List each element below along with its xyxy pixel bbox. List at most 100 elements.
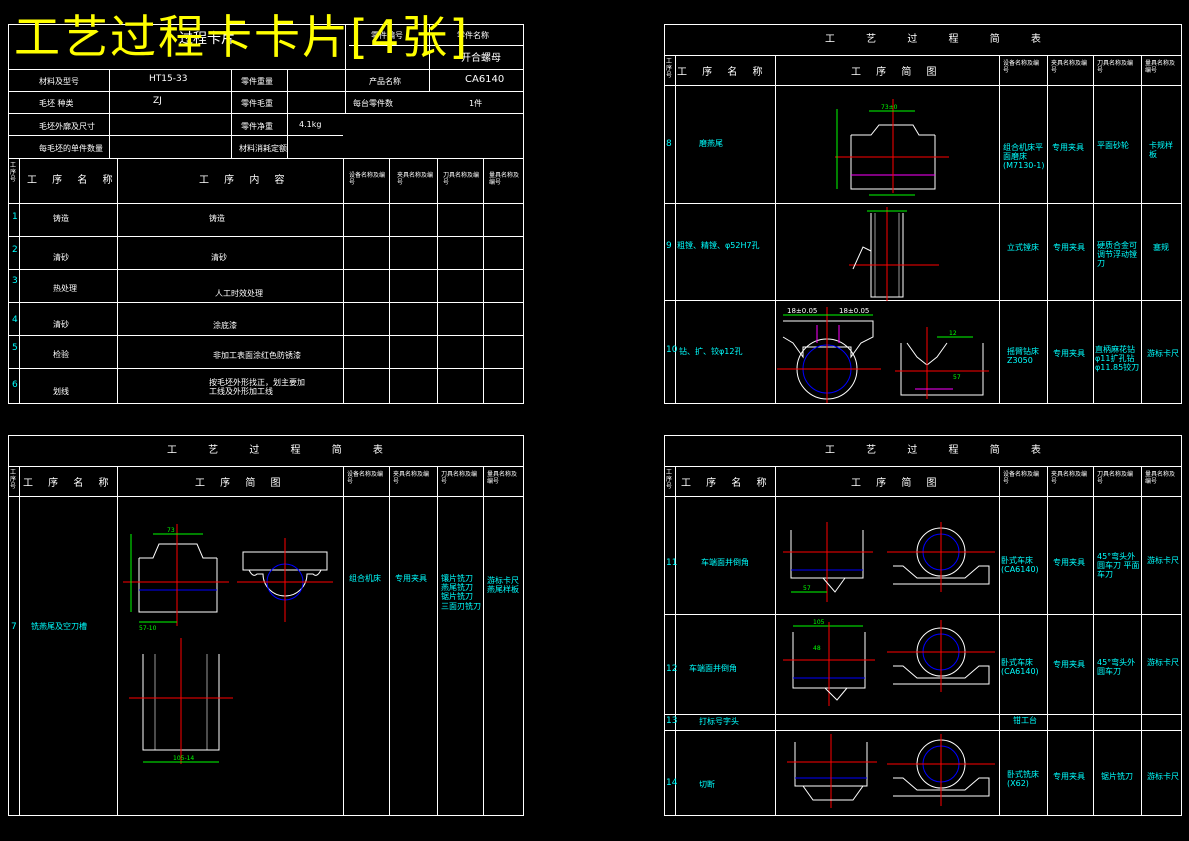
sheet3-col-fixture: 夹具名称及编号 bbox=[393, 471, 430, 485]
part-name-label: 零件名称 bbox=[457, 31, 489, 40]
s2-row-8-no: 8 bbox=[666, 139, 672, 149]
sheet4-col-fixture: 夹具名称及编号 bbox=[1051, 471, 1088, 485]
s4-row-13-no: 13 bbox=[666, 716, 678, 726]
blank-type-label: 毛坯 种类 bbox=[39, 99, 74, 108]
blank-type-value: ZJ bbox=[153, 96, 162, 106]
product-label: 产品名称 bbox=[369, 77, 401, 86]
s3-row-7-fixture: 专用夹具 bbox=[395, 574, 427, 583]
sketch10-dim-a: 18±0.05 bbox=[787, 307, 817, 315]
material-quota-label: 材料消耗定额 bbox=[239, 144, 287, 153]
row-5-content: 非加工表面涂红色防锈漆 bbox=[213, 351, 301, 360]
row-5-no: 5 bbox=[12, 343, 18, 353]
s4-row-13-name: 打标号字头 bbox=[699, 717, 739, 726]
col-no-header: 工序号 bbox=[10, 162, 17, 183]
sheet4-col-equip: 设备名称及编号 bbox=[1003, 471, 1040, 485]
s2-row-8-name: 磨燕尾 bbox=[699, 139, 723, 148]
s2-row-10-gauge: 游标卡尺 bbox=[1147, 349, 1179, 358]
part-weight-label: 零件重量 bbox=[241, 77, 273, 86]
s4-row-14-fixture: 专用夹具 bbox=[1053, 772, 1085, 781]
s2-row-10-name: 钻、扩、铰φ12孔 bbox=[679, 347, 743, 356]
row-4-no: 4 bbox=[12, 315, 18, 325]
row-6-content: 按毛坯外形找正，划主要加工线及外形加工线 bbox=[209, 378, 305, 397]
sheet3-title: 工 艺 过 程 简 表 bbox=[167, 445, 397, 456]
row-1-content: 铸造 bbox=[209, 214, 225, 223]
s4-row-14-equip: 卧式铣床(X62) bbox=[1007, 770, 1039, 789]
sheet3-col-tool: 刀具名称及编号 bbox=[441, 471, 478, 485]
sketch12-dim-b: 48 bbox=[813, 645, 821, 652]
s2-row-9-no: 9 bbox=[666, 241, 672, 251]
material-label: 材料及型号 bbox=[39, 77, 79, 86]
s4-row-14-tool: 锯片铣刀 bbox=[1101, 772, 1133, 781]
s2-row-9-fixture: 专用夹具 bbox=[1053, 243, 1085, 252]
row-5-name: 检验 bbox=[53, 350, 69, 359]
s4-row-11-fixture: 专用夹具 bbox=[1053, 558, 1085, 567]
sheet4-title: 工 艺 过 程 简 表 bbox=[825, 445, 1055, 456]
s4-row-12-equip: 卧式车床(CA6140) bbox=[1001, 658, 1039, 677]
s3-row-7-name: 铣燕尾及空刀槽 bbox=[31, 622, 87, 631]
sheet3-col-gauge: 量具名称及编号 bbox=[487, 471, 518, 485]
s3-row-7-no: 7 bbox=[11, 622, 17, 632]
s2-row-9-tool: 硬质合金可调节浮动镗刀 bbox=[1097, 241, 1137, 269]
row-2-content: 清砂 bbox=[211, 253, 227, 262]
sketch-dovetail-milling: 73 57-10 105-14 bbox=[123, 524, 333, 764]
s2-row-9-equip: 立式镗床 bbox=[1007, 243, 1039, 252]
material-value: HT15-33 bbox=[149, 74, 188, 84]
sketch7-dim-a: 73 bbox=[167, 527, 175, 534]
row-4-name: 清砂 bbox=[53, 320, 69, 329]
sheet2-col-gauge: 量具名称及编号 bbox=[1145, 60, 1176, 74]
s2-row-8-gauge: 卡规样板 bbox=[1149, 141, 1173, 160]
s2-row-9-name: 粗镗、精镗、φ52H7孔 bbox=[677, 241, 760, 250]
sheet3-col-name: 工 序 名 称 bbox=[23, 478, 115, 489]
row-6-name: 划线 bbox=[53, 387, 69, 396]
sheet3-col-sketch: 工 序 简 图 bbox=[195, 478, 287, 489]
sketch-facing-11: 57 bbox=[783, 522, 995, 602]
s2-row-8-fixture: 专用夹具 bbox=[1052, 143, 1084, 152]
sheet2-title: 工 艺 过 程 简 表 bbox=[825, 34, 1055, 45]
s4-row-14-name: 切断 bbox=[699, 780, 715, 789]
product-value: CA6140 bbox=[465, 74, 505, 85]
s4-row-12-fixture: 专用夹具 bbox=[1053, 660, 1085, 669]
sheet2-col-tool: 刀具名称及编号 bbox=[1097, 60, 1134, 74]
part-no-label: 零件编号 bbox=[371, 31, 403, 40]
sketch-cutoff-14 bbox=[787, 734, 995, 808]
col-tool-header: 刀具名称及编号 bbox=[443, 172, 480, 186]
net-weight-value: 4.1kg bbox=[299, 120, 322, 129]
row-4-content: 涂底漆 bbox=[213, 321, 237, 330]
row-2-no: 2 bbox=[12, 245, 18, 255]
row-1-no: 1 bbox=[12, 212, 18, 222]
sketch-facing-12: 105 48 bbox=[783, 619, 995, 706]
row-6-no: 6 bbox=[12, 380, 18, 390]
part-name-value: 开合螺母 bbox=[461, 53, 501, 64]
net-weight-label: 零件净重 bbox=[241, 122, 273, 131]
sketch7-dim-b: 57-10 bbox=[139, 625, 157, 632]
per-unit-label: 每台零件数 bbox=[353, 99, 393, 108]
sheet2-col-sketch: 工 序 简 图 bbox=[851, 67, 943, 78]
process-sheet-3: 工 艺 过 程 简 表 工序号 工 序 名 称 工 序 简 图 设备名称及编号 … bbox=[8, 435, 524, 816]
sketch-bore-boring bbox=[849, 207, 939, 301]
sheet3-col-no: 工序号 bbox=[10, 469, 17, 490]
col-gauge-header: 量具名称及编号 bbox=[489, 172, 520, 186]
per-unit-value: 1件 bbox=[469, 99, 483, 108]
sheet2-col-fixture: 夹具名称及编号 bbox=[1051, 60, 1088, 74]
row-2-name: 清砂 bbox=[53, 253, 69, 262]
sketch12-dim-a: 105 bbox=[813, 619, 825, 626]
sheet4-col-name: 工 序 名 称 bbox=[681, 478, 773, 489]
sheet4-col-tool: 刀具名称及编号 bbox=[1097, 471, 1134, 485]
overlay-title: 工艺过程卡卡片[4张] bbox=[14, 10, 470, 64]
sketch-dovetail-grinding: 73±0 bbox=[835, 99, 949, 196]
sketch-drill-ream: 18±0.05 18±0.05 12 57 bbox=[777, 307, 989, 403]
col-fixture-header: 夹具名称及编号 bbox=[397, 172, 434, 186]
s2-row-9-gauge: 塞规 bbox=[1153, 243, 1169, 252]
sketch10-dim-c: 12 bbox=[949, 330, 957, 337]
row-3-content: 人工时效处理 bbox=[215, 289, 263, 298]
s3-row-7-equip: 组合机床 bbox=[349, 574, 381, 583]
blank-weight-label: 零件毛重 bbox=[241, 99, 273, 108]
sketch8-dim: 73±0 bbox=[881, 104, 898, 111]
row-3-no: 3 bbox=[12, 276, 18, 286]
row-3-name: 热处理 bbox=[53, 284, 77, 293]
s4-row-11-name: 车端面并倒角 bbox=[701, 558, 749, 567]
s3-row-7-gauge: 游标卡尺 燕尾样板 bbox=[487, 576, 519, 595]
s4-row-12-tool: 45°弯头外圆车刀 bbox=[1097, 658, 1136, 677]
process-sheet-4: 工 艺 过 程 简 表 工序号 工 序 名 称 工 序 简 图 设备名称及编号 … bbox=[664, 435, 1182, 816]
sheet2-col-no: 工序号 bbox=[666, 58, 673, 79]
